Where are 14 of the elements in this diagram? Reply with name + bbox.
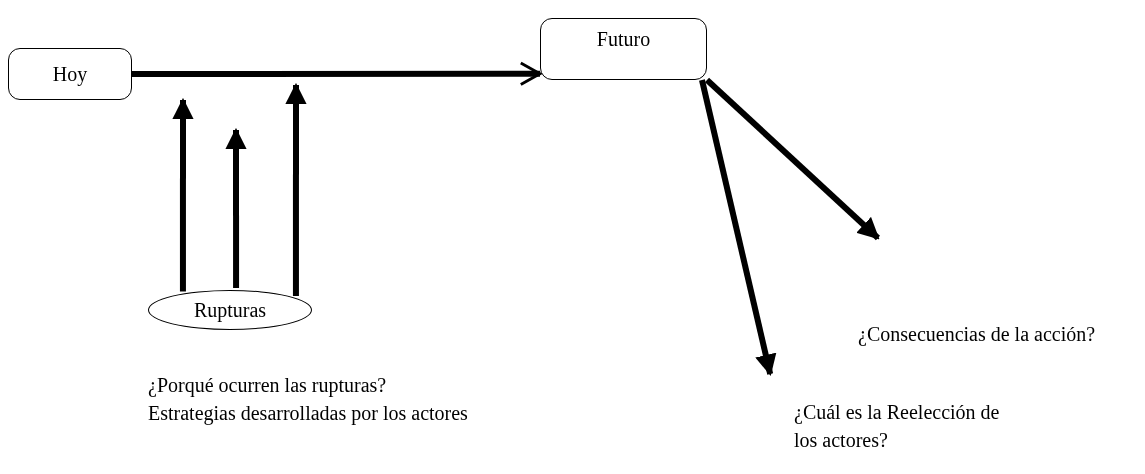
arrow (699, 79, 777, 377)
question-text: ¿Porqué ocurren las rupturas? Estrategias desarrolladas por los actores (148, 373, 468, 427)
arrow (225, 127, 247, 289)
question-text: ¿Consecuencias de la acción? (858, 322, 1097, 348)
arrow (704, 77, 880, 241)
rounded-box (8, 48, 132, 100)
node-label: Rupturas (193, 298, 267, 324)
question-text: ¿Cuál es la Reelección de los actores? (794, 400, 1001, 453)
node-label: Futuro (596, 27, 651, 52)
node-label: Hoy (52, 62, 88, 88)
arrow (285, 82, 307, 297)
rounded-box (540, 18, 707, 80)
arrow (132, 61, 542, 87)
arrow (172, 97, 194, 292)
